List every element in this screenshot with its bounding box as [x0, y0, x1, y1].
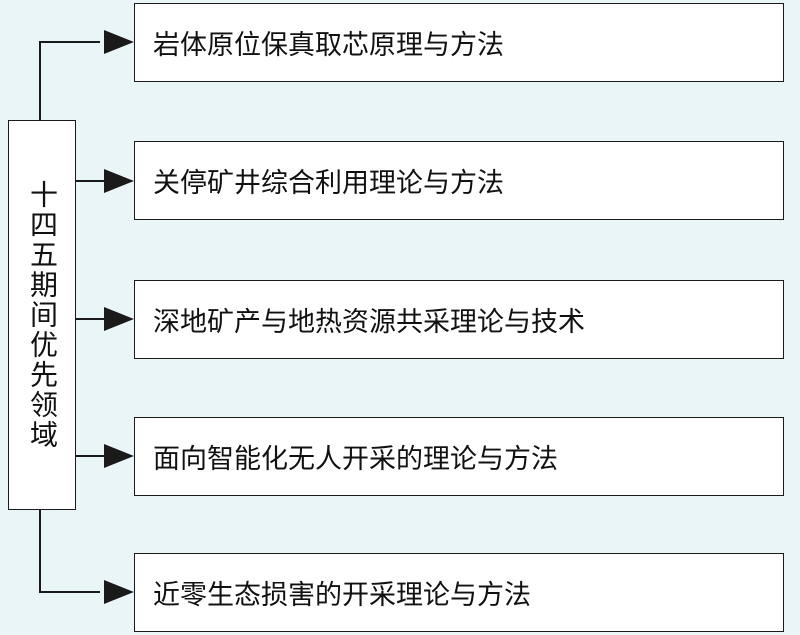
item-label-4: 面向智能化无人开采的理论与方法: [153, 444, 558, 475]
item-label-1: 岩体原位保真取芯原理与方法: [153, 30, 504, 61]
item-box-4: 面向智能化无人开采的理论与方法: [134, 417, 784, 496]
item-label-2: 关停矿井综合利用理论与方法: [153, 168, 504, 199]
connector-top: [39, 41, 100, 120]
item-box-5: 近零生态损害的开采理论与方法: [134, 553, 784, 632]
item-label-5: 近零生态损害的开采理论与方法: [153, 580, 531, 611]
arrow-to-item-4: [104, 444, 134, 468]
item-label-3: 深地矿产与地热资源共采理论与技术: [153, 307, 585, 338]
arrow-to-item-5: [104, 580, 134, 604]
root-label: 十四五期间优先领域: [26, 180, 59, 450]
arrow-to-item-2: [104, 169, 134, 193]
item-box-1: 岩体原位保真取芯原理与方法: [134, 3, 784, 82]
item-box-3: 深地矿产与地热资源共采理论与技术: [134, 280, 784, 359]
arrow-to-item-1: [104, 30, 134, 54]
arrow-to-item-3: [104, 307, 134, 331]
root-node: 十四五期间优先领域: [8, 120, 76, 510]
connector-bottom: [39, 510, 100, 593]
item-box-2: 关停矿井综合利用理论与方法: [134, 141, 784, 220]
